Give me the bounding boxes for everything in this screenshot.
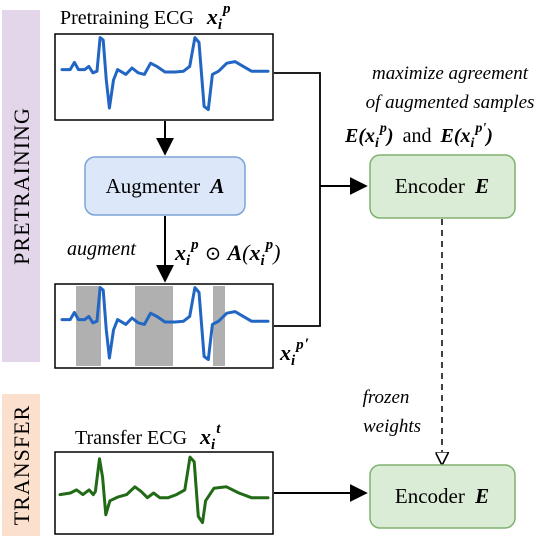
transfer-ecg-signal <box>58 455 270 525</box>
mask-band-3 <box>213 286 225 366</box>
encoder-bottom-box: Encoder E <box>369 464 516 529</box>
transfer-phase-label: TRANSFER <box>9 405 34 525</box>
frozen-weights-note: frozen weights <box>363 387 421 437</box>
augment-expression: xip⊙A(xip) <box>174 237 280 269</box>
transfer-ecg-panel <box>54 451 274 535</box>
encoder-top-label: Encoder E <box>395 174 489 198</box>
pretraining-phase-label: PRETRAINING <box>9 107 34 265</box>
agreement-note: maximize agreement of augmented samples … <box>344 63 534 151</box>
augmenter-box: Augmenter A <box>84 156 246 216</box>
encoder-top-box: Encoder E <box>369 154 516 219</box>
svg-text:frozen: frozen <box>363 387 410 408</box>
svg-text:of augmented samples: of augmented samples <box>366 92 535 113</box>
augmented-ecg-signal <box>60 286 270 362</box>
pretraining-ecg-signal <box>60 36 270 112</box>
svg-text:maximize agreement: maximize agreement <box>372 63 529 84</box>
transfer-ecg-title: Transfer ECG xit <box>75 421 221 453</box>
transfer-phase-bar <box>2 394 40 536</box>
connector-augmented-to-merge <box>274 186 321 327</box>
encoder-bottom-label: Encoder E <box>395 484 489 508</box>
pretraining-ecg-title: Pretraining ECG xip <box>60 1 231 33</box>
augmenter-label: Augmenter A <box>106 174 225 198</box>
pretraining-phase-bar <box>2 10 40 362</box>
mask-band-1 <box>76 286 101 366</box>
augment-label: augment <box>67 238 136 260</box>
connector-original-to-merge <box>274 72 321 186</box>
svg-text:weights: weights <box>363 416 421 437</box>
augmented-ecg-panel <box>54 283 274 369</box>
augmented-output-label: xip′ <box>279 336 309 369</box>
mask-band-2 <box>135 286 173 366</box>
pretraining-ecg-panel <box>54 33 274 121</box>
svg-text:E(xip) and E(xip'): E(xip) and E(xip') <box>344 121 493 151</box>
